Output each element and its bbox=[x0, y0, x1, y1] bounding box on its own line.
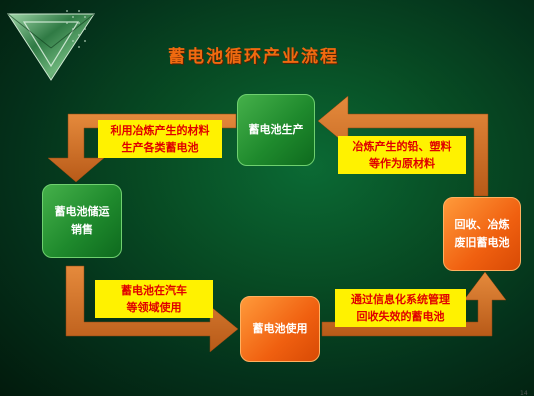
label-top-left-line-2: 生产各类蓄电池 bbox=[121, 141, 199, 154]
slide-background: 蓄电池循环产业流程 蓄电池生产 蓄电池储运 销售 回收、冶炼 废旧蓄电池 bbox=[0, 0, 534, 396]
label-materials-production: 利用冶炼产生的材料 生产各类蓄电池 bbox=[98, 120, 222, 158]
label-raw-materials: 冶炼产生的铅、塑料 等作为原材料 bbox=[338, 136, 466, 174]
label-bottom-left-line-2: 等领域使用 bbox=[126, 301, 182, 314]
label-bottom-right-line-2: 回收失效的蓄电池 bbox=[356, 310, 445, 323]
node-production-line: 蓄电池生产 bbox=[248, 123, 304, 136]
triangle-logo bbox=[7, 10, 95, 81]
node-recycle-line-1: 回收、冶炼 bbox=[454, 218, 510, 231]
page-margin-right bbox=[534, 0, 542, 404]
page-title: 蓄电池循环产业流程 bbox=[168, 47, 339, 67]
label-top-right-line-1: 冶炼产生的铅、塑料 bbox=[352, 140, 452, 153]
node-battery-recycling: 回收、冶炼 废旧蓄电池 bbox=[443, 197, 521, 271]
node-usage-line: 蓄电池使用 bbox=[252, 322, 308, 335]
node-battery-storage-sales: 蓄电池储运 销售 bbox=[42, 184, 122, 258]
node-storage-line-2: 销售 bbox=[71, 223, 93, 236]
page-margin-bottom bbox=[0, 396, 542, 404]
node-battery-production: 蓄电池生产 bbox=[237, 94, 315, 166]
label-top-left-line-1: 利用冶炼产生的材料 bbox=[110, 124, 210, 137]
node-storage-line-1: 蓄电池储运 bbox=[54, 205, 110, 218]
label-recycling-system: 通过信息化系统管理 回收失效的蓄电池 bbox=[335, 289, 466, 327]
corner-mark: 14 bbox=[520, 390, 528, 397]
arrow-recycle-to-production bbox=[317, 95, 489, 197]
label-bottom-left-line-1: 蓄电池在汽车 bbox=[121, 284, 187, 297]
node-recycle-line-2: 废旧蓄电池 bbox=[454, 236, 510, 249]
label-top-right-line-2: 等作为原材料 bbox=[369, 157, 435, 170]
arrow-storage-to-usage bbox=[65, 265, 239, 353]
label-vehicle-usage: 蓄电池在汽车 等领域使用 bbox=[95, 280, 213, 318]
node-battery-usage: 蓄电池使用 bbox=[240, 296, 320, 362]
label-bottom-right-line-1: 通过信息化系统管理 bbox=[351, 293, 450, 306]
